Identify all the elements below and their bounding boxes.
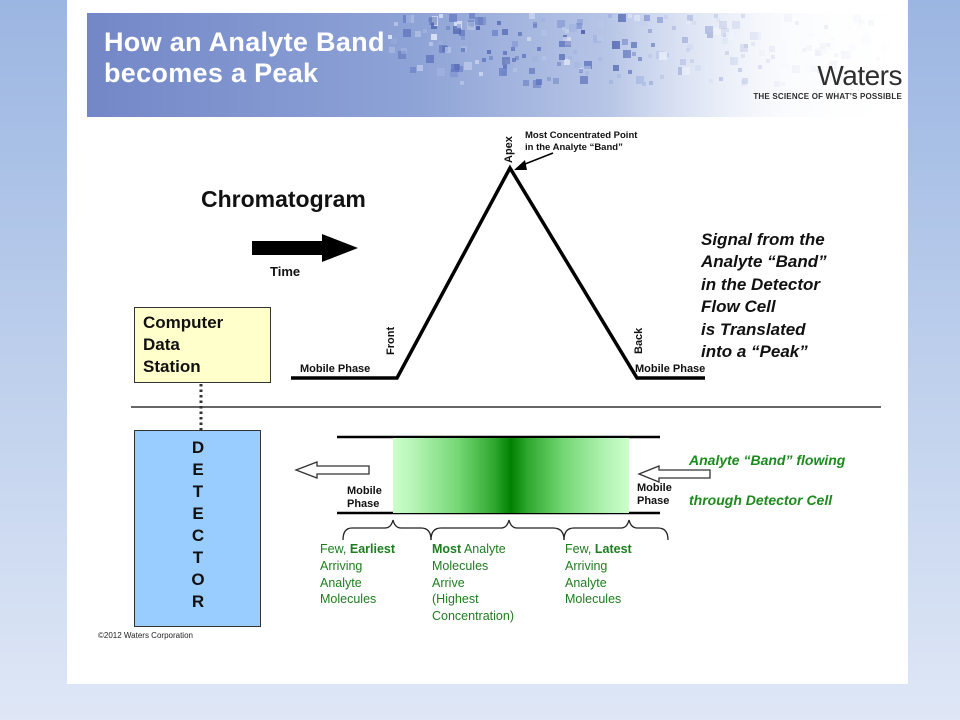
- slide-title: How an Analyte Band becomes a Peak: [104, 27, 385, 89]
- apex-note: Most Concentrated Point in the Analyte “…: [525, 130, 638, 153]
- mobile-phase-label-left: Mobile Phase: [300, 363, 371, 375]
- mobile-phase-label-right: Mobile Phase: [635, 363, 706, 375]
- flow-arrow-left: [294, 461, 370, 479]
- flow-cell-mobile-phase-left: Mobile Phase: [347, 485, 382, 510]
- diagram-graphics: [131, 152, 881, 541]
- flow-arrow-right: [637, 465, 711, 483]
- detector-box: D E T E C T O R: [134, 430, 261, 627]
- apex-pointer-head: [514, 160, 527, 170]
- title-line: becomes a Peak: [104, 58, 319, 88]
- time-arrow: [252, 234, 358, 262]
- brand-tagline: THE SCIENCE OF WHAT'S POSSIBLE: [753, 92, 902, 101]
- band-caption: Analyte “Band” flowing through Detector …: [689, 452, 846, 508]
- detector-label: D E T E C T O R: [191, 438, 205, 611]
- brace-earliest: [342, 519, 432, 541]
- most-molecules-note: Most Analyte Molecules Arrive (Highest C…: [432, 542, 514, 624]
- copyright: ©2012 Waters Corporation: [98, 631, 193, 640]
- analyte-band: [393, 438, 629, 513]
- front-label: Front: [385, 326, 397, 355]
- slide: How an Analyte Band becomes a Peak Water…: [67, 0, 908, 684]
- brace-most: [430, 519, 565, 541]
- signal-description: Signal from the Analyte “Band” in the De…: [701, 230, 827, 362]
- flow-cell-mobile-phase-right: Mobile Phase: [637, 482, 672, 507]
- back-label: Back: [633, 327, 645, 354]
- chromatogram-peak-line: [291, 164, 705, 380]
- brand-name: Waters: [817, 60, 902, 91]
- brace-latest: [563, 519, 669, 541]
- chromatogram-label: Chromatogram: [201, 186, 366, 212]
- waters-logo: Waters THE SCIENCE OF WHAT'S POSSIBLE: [753, 60, 902, 102]
- time-label: Time: [270, 264, 301, 279]
- latest-molecules-note: Few, Latest Arriving Analyte Molecules: [565, 542, 632, 607]
- computer-data-station-box: Computer Data Station: [134, 307, 271, 383]
- apex-label: Apex: [503, 136, 515, 163]
- earliest-molecules-note: Few, Earliest Arriving Analyte Molecules: [320, 542, 396, 607]
- header-banner: How an Analyte Band becomes a Peak Water…: [87, 13, 908, 117]
- title-line: How an Analyte Band: [104, 27, 385, 57]
